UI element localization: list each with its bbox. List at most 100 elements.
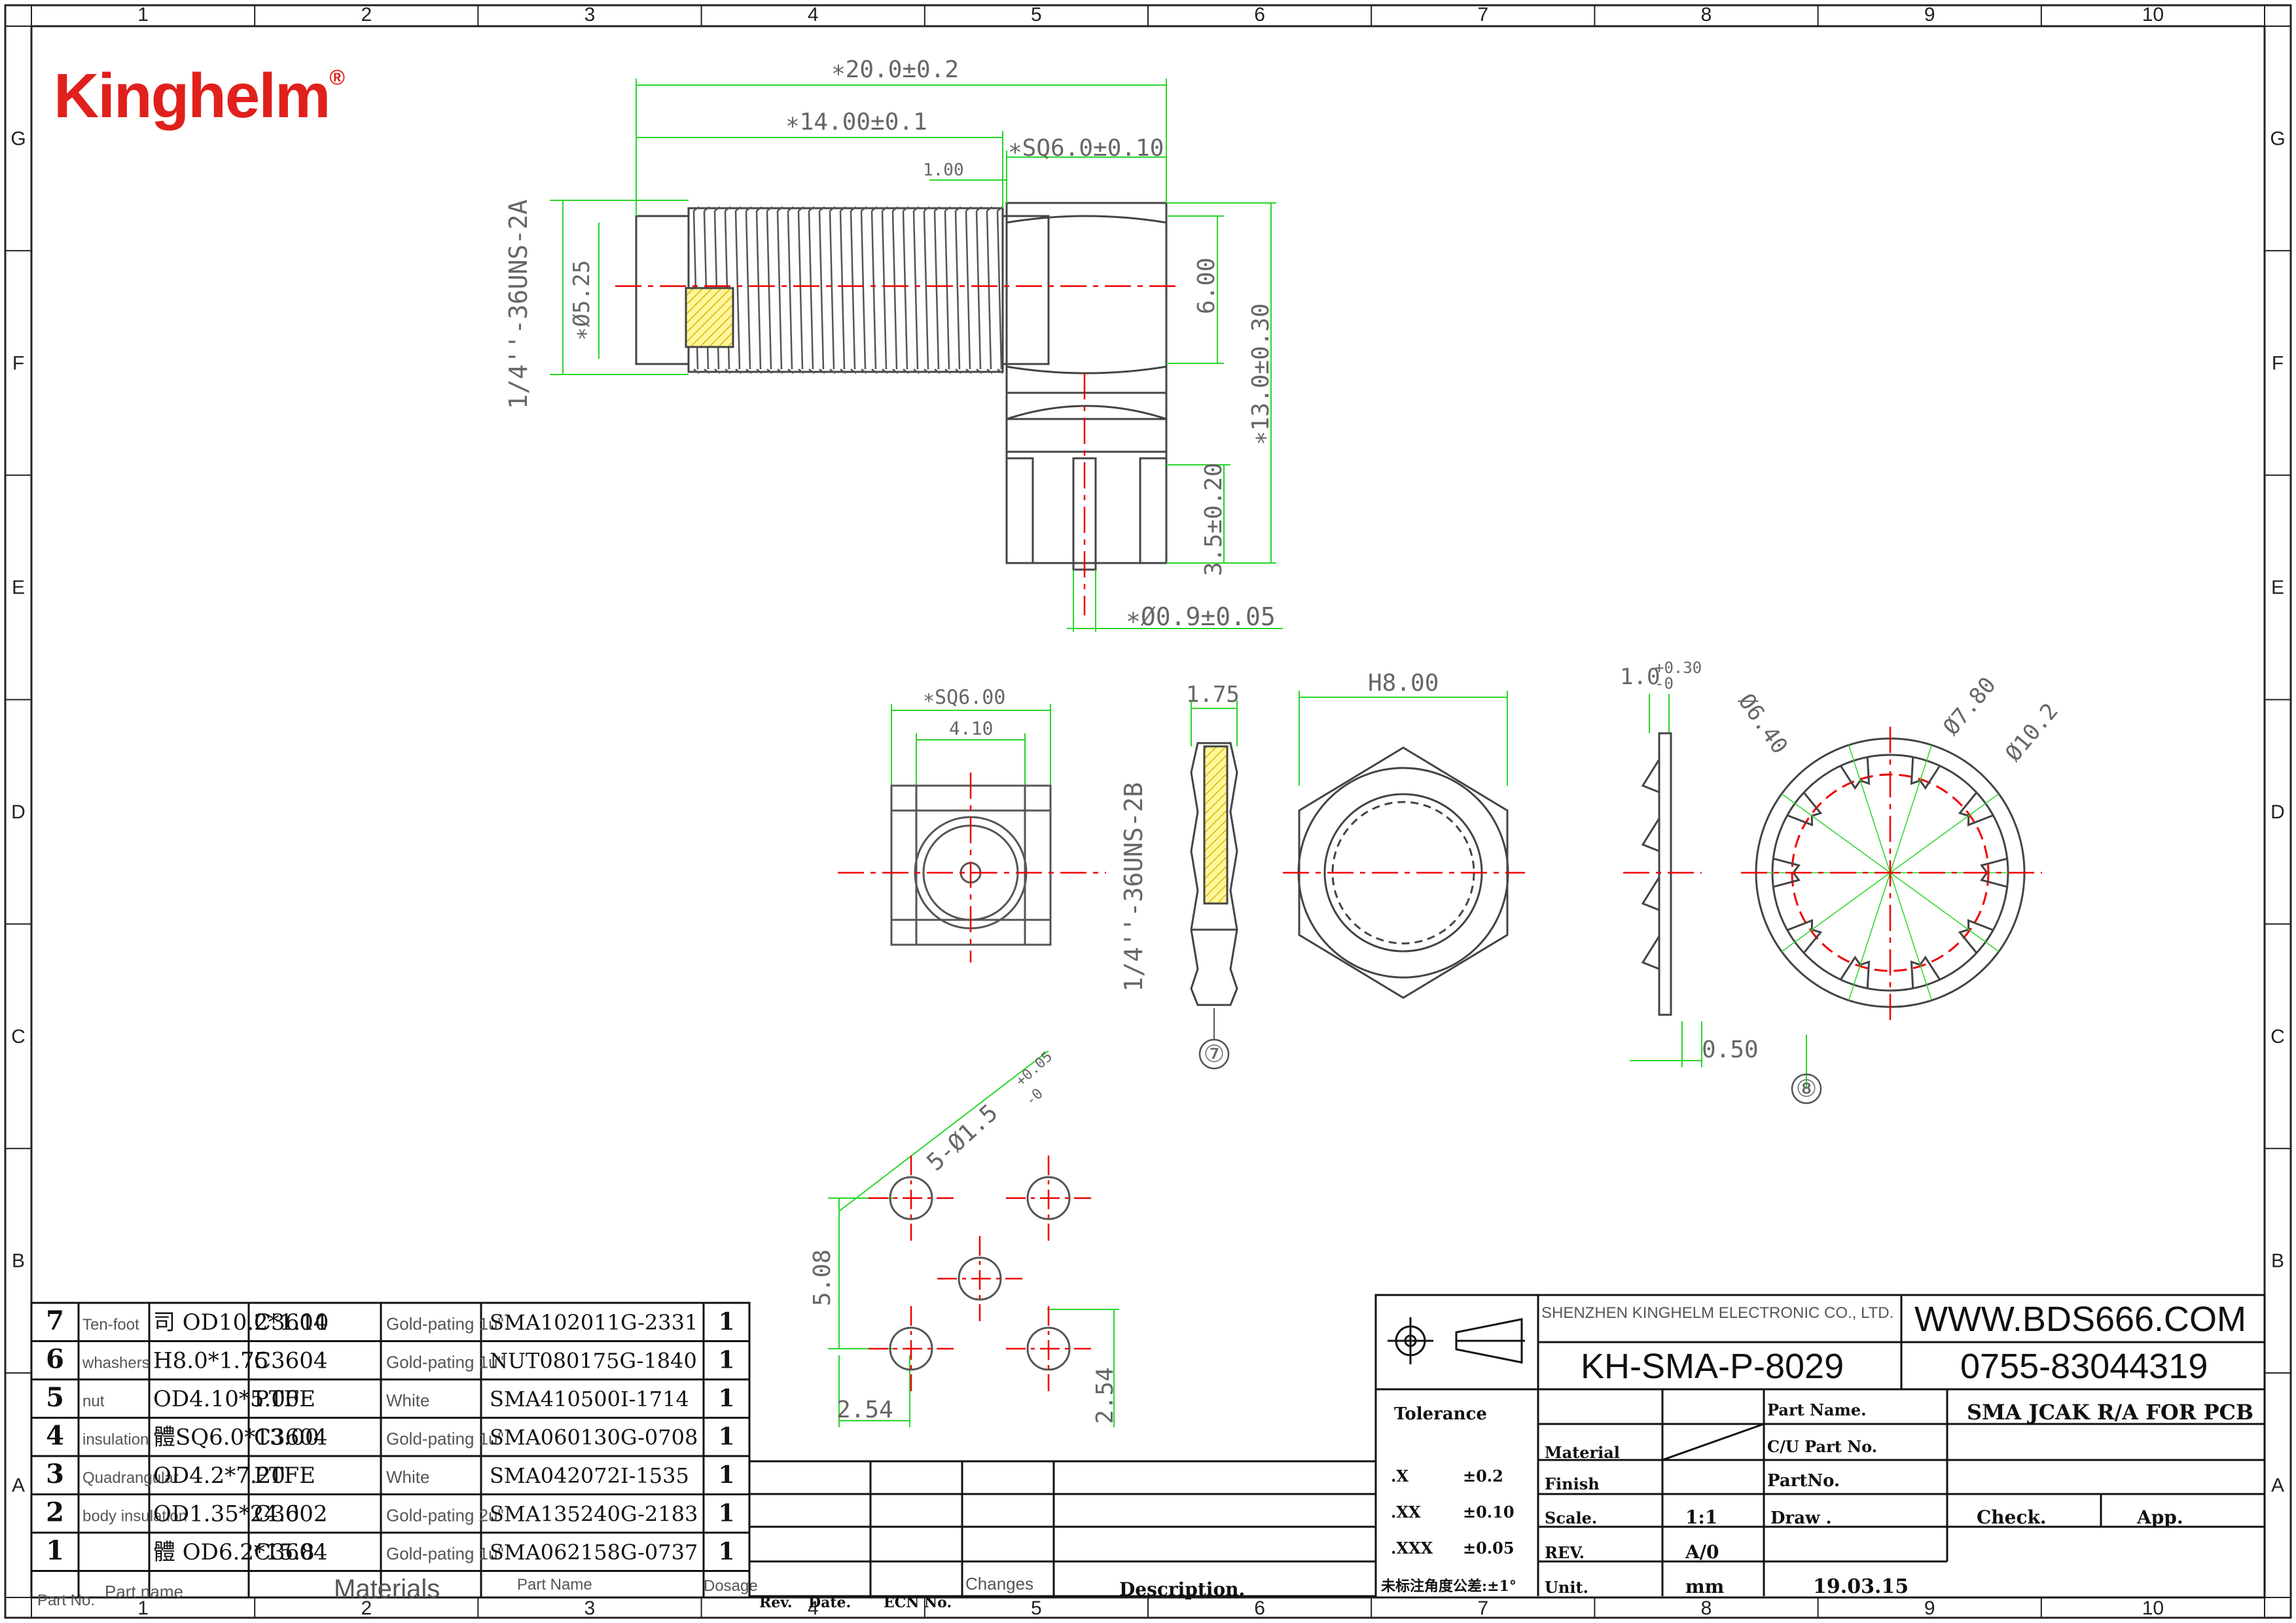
bom-head-part-name: Part name [105, 1582, 183, 1601]
column-label: 7 [1477, 1597, 1488, 1619]
date-header: Date. [808, 1594, 851, 1611]
tol-xx-val: ±0.10 [1463, 1503, 1515, 1522]
dim-pin-length: 3.5±0.20 [1200, 463, 1227, 576]
lock-washer-centerlines [1623, 727, 2042, 1021]
bom-cell: nut [82, 1393, 105, 1410]
dim-flange-inner: 4.10 [949, 718, 993, 739]
bom-head-part-name2: Part Name [517, 1576, 592, 1594]
dim-holes-tol-up: +0.05 [1013, 1049, 1056, 1090]
bom-cell: Gold-pating 1u" [386, 1352, 504, 1372]
bom-cell: SMA060130G-0708 [490, 1425, 698, 1450]
title-block: SHENZHEN KINGHELM ELECTRONIC CO., LTD. W… [1374, 1294, 2266, 1599]
balloon-8-label: ⑧ [1796, 1076, 1817, 1103]
thread-line [734, 210, 741, 370]
dim-lock-d1: Ø6.40 [1733, 689, 1793, 759]
bom-cell: 7 [46, 1305, 64, 1336]
dim-lock-d2: Ø7.80 [1938, 672, 2001, 740]
pcb-hole-layout [869, 1156, 1091, 1391]
balloon-7: ⑦ [1198, 1008, 1230, 1070]
description-header: Description. [1119, 1578, 1245, 1600]
bom-cell: C3604 [254, 1309, 328, 1336]
bom-cell: OD4.10*5.00 [153, 1386, 300, 1412]
thread-line [933, 210, 940, 370]
dim-lock-tol-up: +0.30 [1655, 659, 1702, 677]
row-label: E [12, 577, 25, 598]
bom-cell: 3 [46, 1459, 64, 1489]
part-name-value: SMA JCAK R/A FOR PCB [1967, 1400, 2253, 1425]
bom-cell: 5 [46, 1382, 64, 1413]
bom-cell: 1 [718, 1385, 734, 1412]
dim-lock-tol-dn: -0 [1655, 674, 1674, 693]
tooth-leader [1781, 872, 1891, 953]
bom-cell: C3604 [254, 1424, 328, 1450]
pcb-hole [889, 1326, 933, 1371]
dim-lock-tooth: 0.50 [1702, 1036, 1759, 1063]
registered-mark: ® [329, 65, 345, 89]
phone: 0755-83044319 [1960, 1347, 2208, 1386]
thread-line [745, 210, 751, 370]
side-view [635, 202, 1168, 571]
dim-thread-spec-b: 1/4''-36UNS-2B [1119, 782, 1148, 992]
tooth-leader [1848, 744, 1891, 873]
thread-line [912, 210, 919, 370]
bom-cell: Gold-pating 1u" [386, 1429, 504, 1448]
bom-cell: 2 [46, 1497, 64, 1527]
bom-head-part-no: Part No. [37, 1592, 95, 1609]
row-label: C [2270, 1026, 2285, 1048]
washer-tooth [1840, 757, 1871, 790]
thread-line [829, 210, 835, 370]
column-label: 4 [808, 1597, 819, 1619]
bom-cell: H8.0*1.75 [153, 1347, 268, 1374]
lock-washer-side [1641, 732, 1672, 1016]
website: WWW.BDS666.COM [1914, 1300, 2246, 1339]
column-label: 9 [1924, 1597, 1935, 1619]
bom-cell: 司 OD10.2*1.10 [153, 1309, 329, 1336]
thread-line [755, 210, 762, 370]
tolerance-label: Tolerance [1394, 1404, 1487, 1424]
dim-flange-sq: ∗SQ6.00 [923, 686, 1005, 709]
thread-line [766, 210, 772, 370]
bom-cell: Quadrangular [82, 1469, 179, 1487]
dim-height-top: 6.00 [1193, 257, 1220, 314]
bom-cell: White [386, 1391, 429, 1410]
zone-ticks [5, 5, 2291, 1618]
thread-line [923, 210, 929, 370]
tol-xxx-val: ±0.05 [1463, 1539, 1515, 1558]
pcb-hole [889, 1176, 933, 1220]
brand-logo: Kinghelm® [54, 60, 345, 132]
dim-square: ∗SQ6.0±0.10 [1008, 135, 1164, 162]
column-label: 10 [2142, 1597, 2164, 1619]
brand-name: Kinghelm [54, 61, 331, 131]
row-label: A [12, 1475, 25, 1497]
column-label: 10 [2142, 4, 2164, 26]
bom-cell: PTFE [254, 1463, 315, 1489]
dim-step: 1.00 [923, 160, 964, 180]
row-label: C [11, 1026, 26, 1048]
bom-cell: Gold-pating 1u" [386, 1314, 504, 1334]
dimension-lines [550, 79, 1807, 1427]
bom-cell: SMA410500I-1714 [490, 1387, 689, 1412]
bom-cell: 1 [718, 1499, 734, 1527]
column-label: 6 [1254, 4, 1265, 26]
column-label: 2 [361, 1597, 372, 1619]
bom-cell: C3604 [254, 1539, 328, 1565]
tooth-leader [1890, 872, 1933, 1001]
bom-cell: Gold-pating 1u" [386, 1544, 504, 1563]
unit-label: Unit. [1545, 1578, 1588, 1597]
dim-washer-thk: 1.75 [1186, 682, 1240, 708]
column-label: 8 [1701, 1597, 1712, 1619]
app-label: App. [2136, 1506, 2183, 1528]
column-label: 3 [584, 1597, 596, 1619]
thread-line [965, 210, 971, 370]
draw-label: Draw . [1770, 1508, 1832, 1528]
thread-line [975, 210, 982, 370]
ecn-header: ECN No. [884, 1594, 952, 1611]
bom-cell: 1 [718, 1346, 734, 1374]
revision-block: Rev. Date. ECN No. Changes Description. [748, 1460, 1377, 1611]
bom-cell: White [386, 1467, 429, 1487]
rev-value: A/0 [1685, 1541, 1719, 1563]
row-label: E [2271, 577, 2284, 598]
date-value: 19.03.15 [1813, 1575, 1909, 1598]
bom-cell: Ten-foot [82, 1316, 139, 1334]
